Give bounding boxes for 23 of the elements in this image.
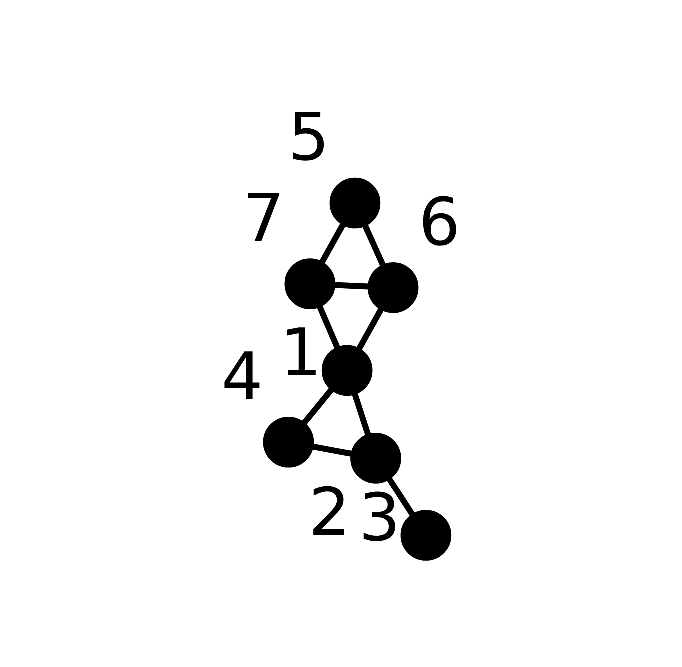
connector: [352, 392, 372, 436]
node-label: 5: [288, 99, 330, 176]
node-label: 6: [418, 184, 461, 261]
connector: [356, 308, 384, 351]
node-circle: [368, 262, 419, 314]
connector: [334, 282, 369, 290]
node-label: 2: [308, 474, 351, 551]
node-label: 7: [242, 180, 285, 258]
connector: [312, 444, 353, 457]
connector: [317, 306, 340, 350]
connector: [302, 388, 334, 425]
node-circle: [263, 416, 314, 468]
node-circle: [322, 345, 373, 396]
node-label: 4: [221, 338, 264, 416]
node-circle: [330, 178, 381, 229]
node-circle: [350, 433, 402, 484]
node-circle: [400, 510, 452, 561]
connector: [320, 223, 346, 264]
connector: [362, 224, 386, 266]
node-label: 1: [280, 314, 322, 392]
node-circle: [284, 258, 336, 310]
connector: [386, 477, 416, 516]
node-label: 3: [358, 479, 401, 556]
